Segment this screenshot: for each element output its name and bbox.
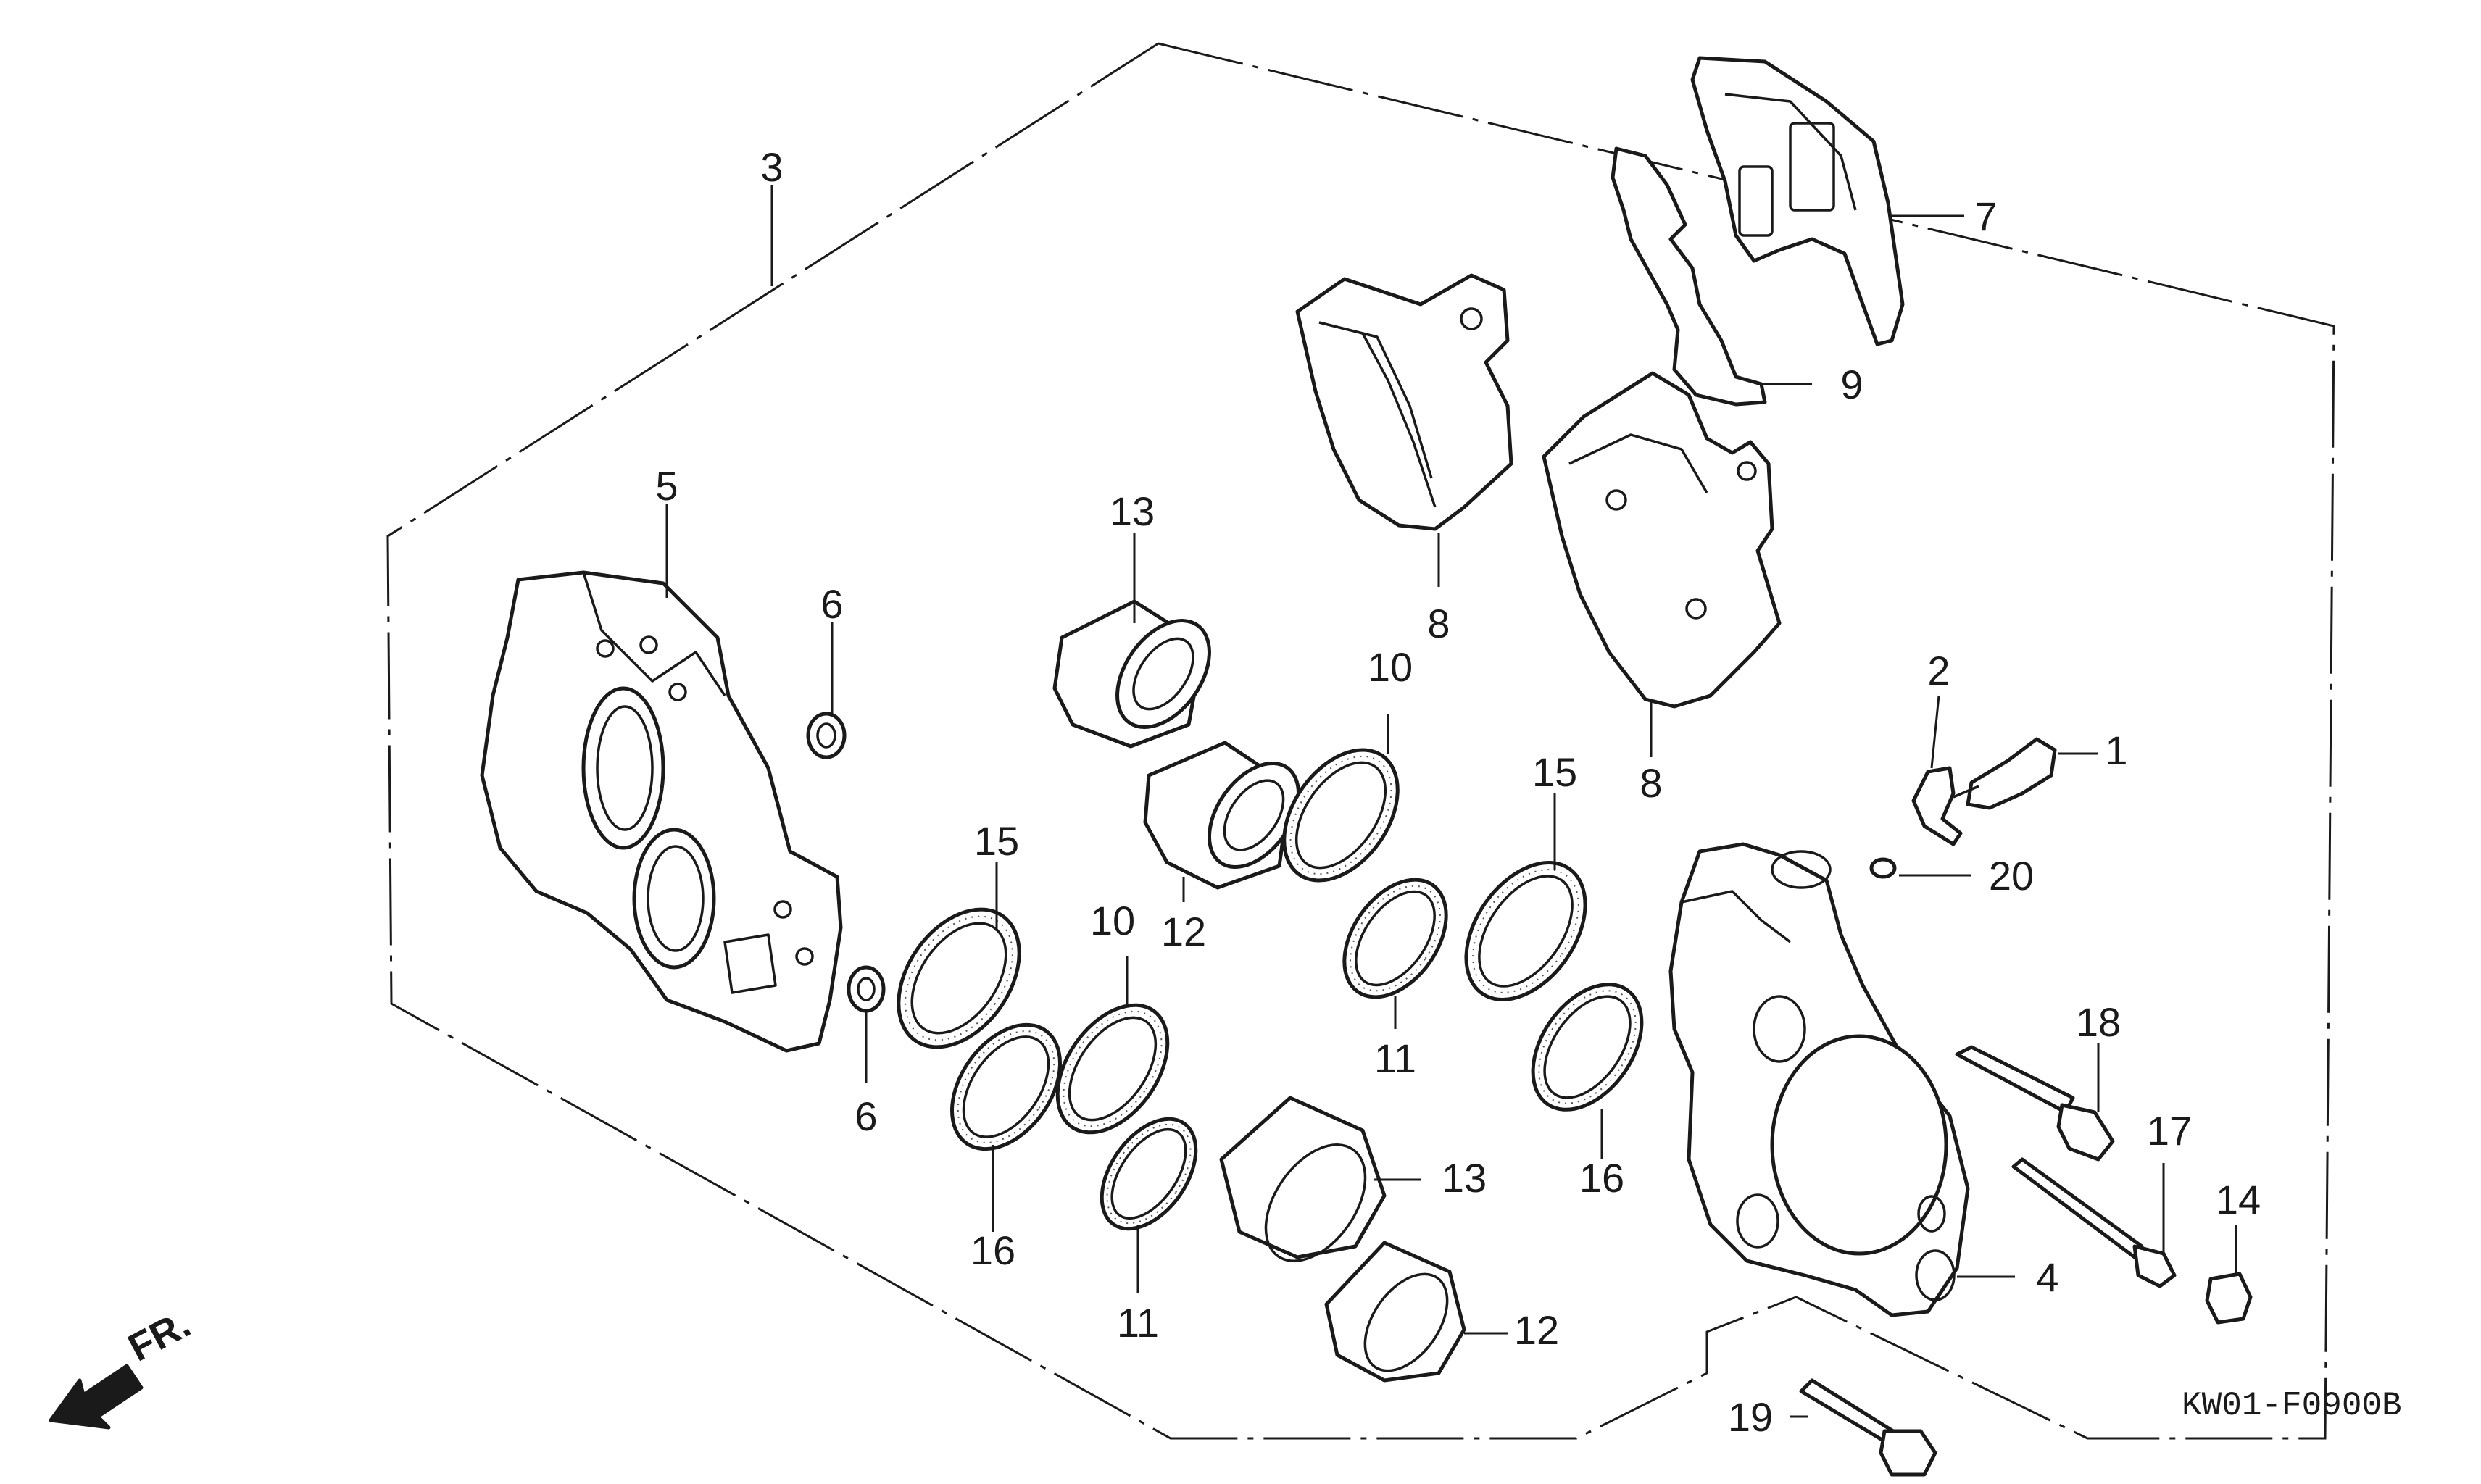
pad-shim (1611, 146, 1767, 407)
callout-17: 17 (2147, 1108, 2192, 1154)
callout-9: 9 (1840, 362, 1863, 407)
callout-16-right: 16 (1579, 1155, 1624, 1201)
caliper-body-left (480, 570, 843, 1053)
piston-lower-13 (1219, 1096, 1387, 1262)
callout-10-lower: 10 (1090, 898, 1135, 943)
caliper-body-right (1668, 842, 1970, 1317)
callout-12-upper: 12 (1161, 909, 1206, 954)
callout-15-left: 15 (974, 818, 1019, 864)
callout-5: 5 (655, 463, 678, 509)
callout-15-right: 15 (1532, 749, 1577, 795)
callout-11-lower: 11 (1117, 1300, 1159, 1346)
piston-lower-12 (1324, 1241, 1466, 1383)
pad-spring (1690, 56, 1905, 346)
callout-19: 19 (1728, 1394, 1773, 1440)
callout-13-lower: 13 (1442, 1155, 1487, 1201)
callout-20: 20 (1989, 853, 2034, 899)
callout-3: 3 (760, 144, 783, 190)
callout-labels: 1 2 3 4 5 6 6 7 8 8 9 10 10 11 11 12 12 … (655, 144, 2261, 1440)
front-direction-arrow: FR. (49, 1302, 197, 1430)
assembly-boundary (386, 42, 2335, 1440)
seal-rings (897, 748, 1644, 1231)
callout-18: 18 (2076, 999, 2121, 1045)
piston-upper-13 (1052, 599, 1211, 749)
callout-4: 4 (2036, 1254, 2058, 1300)
leader-lines (665, 185, 2237, 1418)
callout-6-upper: 6 (820, 581, 843, 627)
callout-16-left: 16 (971, 1227, 1015, 1273)
callout-14: 14 (2216, 1177, 2261, 1222)
brake-pad-lower (1542, 371, 1782, 709)
diagram-code: KW01-F0900B (2182, 1387, 2402, 1425)
callout-2: 2 (1927, 648, 1950, 693)
brake-pad-upper (1295, 273, 1513, 531)
callout-10-upper: 10 (1368, 644, 1413, 690)
callout-6-lower: 6 (855, 1093, 877, 1139)
callout-12-lower: 12 (1514, 1307, 1559, 1353)
callout-8-upper: 8 (1427, 601, 1450, 646)
callout-8-lower: 8 (1640, 760, 1662, 806)
callout-11-upper: 11 (1374, 1035, 1416, 1081)
callout-13-upper: 13 (1110, 488, 1155, 534)
callout-7: 7 (1974, 193, 1997, 239)
callout-1: 1 (2105, 728, 2127, 773)
small-hardware (806, 712, 2253, 1477)
front-marker-label: FR. (121, 1302, 197, 1370)
